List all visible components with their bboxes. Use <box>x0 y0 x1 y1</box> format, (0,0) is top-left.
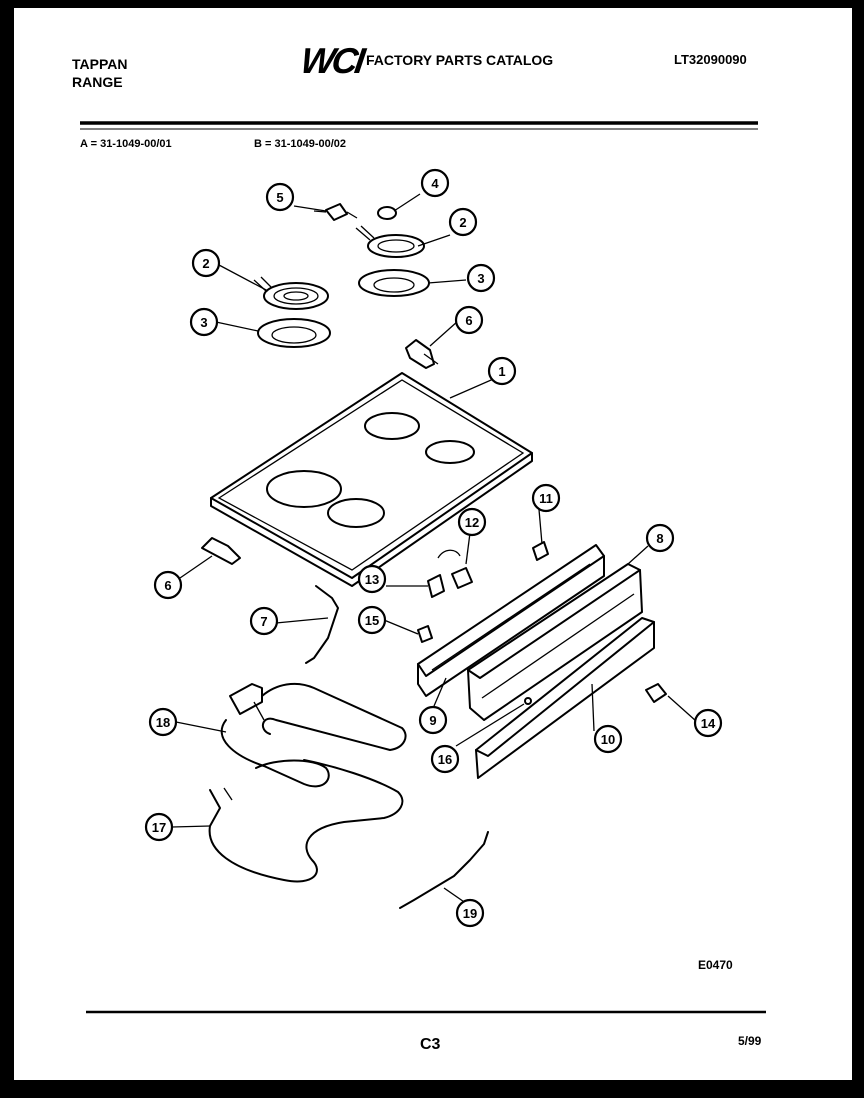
terminal-block-part <box>313 203 358 221</box>
svg-text:2: 2 <box>202 256 209 271</box>
front-panel-part <box>467 563 643 721</box>
screw-part <box>524 697 532 705</box>
callout-18: 18 <box>148 707 178 737</box>
catalog-title: FACTORY PARTS CATALOG <box>366 52 554 68</box>
trim-strip-part <box>475 617 655 779</box>
svg-text:3: 3 <box>477 271 484 286</box>
switch-part <box>532 541 549 561</box>
callout-10: 10 <box>593 724 623 754</box>
callout-3: 3 <box>189 307 219 337</box>
svg-text:12: 12 <box>465 515 479 530</box>
svg-text:19: 19 <box>463 906 477 921</box>
svg-text:13: 13 <box>365 572 379 587</box>
page-number: C3 <box>420 1036 441 1053</box>
clip-part <box>427 574 445 598</box>
surface-element-right <box>355 225 425 258</box>
svg-text:6: 6 <box>465 313 472 328</box>
callout-19: 19 <box>455 898 485 928</box>
bracket-right <box>405 339 439 369</box>
drip-pan-right <box>358 269 430 297</box>
drip-pan-left <box>257 318 331 348</box>
thermostat-part <box>437 549 473 589</box>
svg-text:16: 16 <box>438 752 452 767</box>
callout-5: 5 <box>265 182 295 212</box>
variant-b: B = 31-1049-00/02 <box>254 138 347 150</box>
leader-lines <box>171 193 697 907</box>
callout-17: 17 <box>144 812 174 842</box>
variant-a: A = 31-1049-00/01 <box>80 138 172 150</box>
catalog-page: TAPPAN RANGE WCI FACTORY PARTS CATALOG L… <box>14 8 852 1080</box>
svg-text:11: 11 <box>539 491 553 506</box>
callout-12: 12 <box>457 507 487 537</box>
revision-date: 5/99 <box>738 1034 762 1048</box>
knob-part <box>377 206 397 220</box>
header-rule <box>80 121 758 130</box>
callout-3: 3 <box>466 263 496 293</box>
callout-8: 8 <box>645 523 675 553</box>
callout-16: 16 <box>430 744 460 774</box>
model-number: LT32090090 <box>674 52 747 67</box>
wire-harness-part <box>305 585 339 664</box>
svg-text:15: 15 <box>365 613 379 628</box>
callout-13: 13 <box>357 564 387 594</box>
callout-6: 6 <box>454 305 484 335</box>
exploded-parts-diagram: 1 2 2 3 3 4 5 6 6 7 8 9 10 11 12 13 14 1… <box>80 121 766 1014</box>
bake-element-part <box>220 682 407 788</box>
svg-text:9: 9 <box>429 713 436 728</box>
svg-text:5: 5 <box>276 190 283 205</box>
callout-1: 1 <box>487 356 517 386</box>
svg-text:10: 10 <box>601 732 615 747</box>
callout-6: 6 <box>153 570 183 600</box>
product-type: RANGE <box>72 74 123 90</box>
svg-text:4: 4 <box>431 176 439 191</box>
svg-text:6: 6 <box>164 578 171 593</box>
svg-text:8: 8 <box>656 531 663 546</box>
svg-text:17: 17 <box>152 820 166 835</box>
svg-text:18: 18 <box>156 715 170 730</box>
svg-text:3: 3 <box>200 315 207 330</box>
callout-4: 4 <box>420 168 450 198</box>
svg-text:7: 7 <box>260 614 267 629</box>
svg-text:2: 2 <box>459 215 466 230</box>
callout-7: 7 <box>249 606 279 636</box>
callout-11: 11 <box>531 483 561 513</box>
wire-part <box>399 831 489 909</box>
control-panel-part <box>417 544 605 697</box>
lamp-socket-part <box>417 625 433 643</box>
broil-element-part <box>208 759 404 883</box>
surface-element-left <box>253 276 329 310</box>
callout-15: 15 <box>357 605 387 635</box>
receptacle-part <box>645 683 667 703</box>
callout-14: 14 <box>693 708 723 738</box>
svg-text:14: 14 <box>701 716 716 731</box>
diagram-code: E0470 <box>698 958 733 972</box>
callout-2: 2 <box>448 207 478 237</box>
callout-9: 9 <box>418 705 448 735</box>
brand-name: TAPPAN <box>72 56 128 72</box>
callout-2: 2 <box>191 248 221 278</box>
svg-text:1: 1 <box>498 364 505 379</box>
cooktop-part <box>210 372 533 587</box>
bracket-left <box>201 537 241 565</box>
